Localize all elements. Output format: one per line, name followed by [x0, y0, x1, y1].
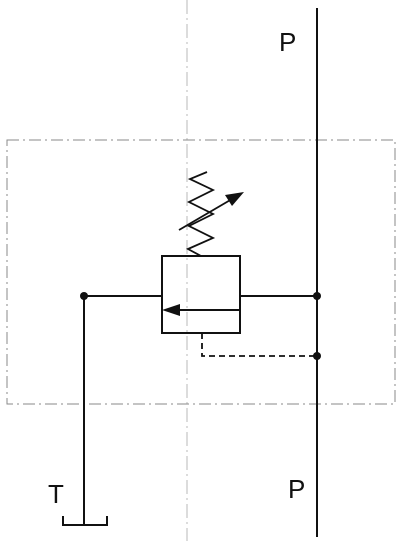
flow-arrow-head-icon — [162, 304, 180, 316]
relief-valve-body — [161, 255, 241, 334]
port-label-p-bottom: P — [288, 474, 305, 504]
adjustable-spring-icon — [185, 171, 216, 257]
junction-dot-tank — [80, 292, 88, 300]
tank-symbol — [62, 516, 108, 526]
adjustment-arrow-line — [178, 198, 233, 231]
junction-dot-pressure — [313, 292, 321, 300]
pilot-line — [201, 333, 317, 357]
port-label-t: T — [48, 479, 64, 509]
adjustment-arrow-head-icon — [225, 192, 244, 206]
port-label-p-top: P — [279, 27, 296, 57]
component-boundary — [6, 139, 396, 405]
junction-dot-pilot — [313, 352, 321, 360]
